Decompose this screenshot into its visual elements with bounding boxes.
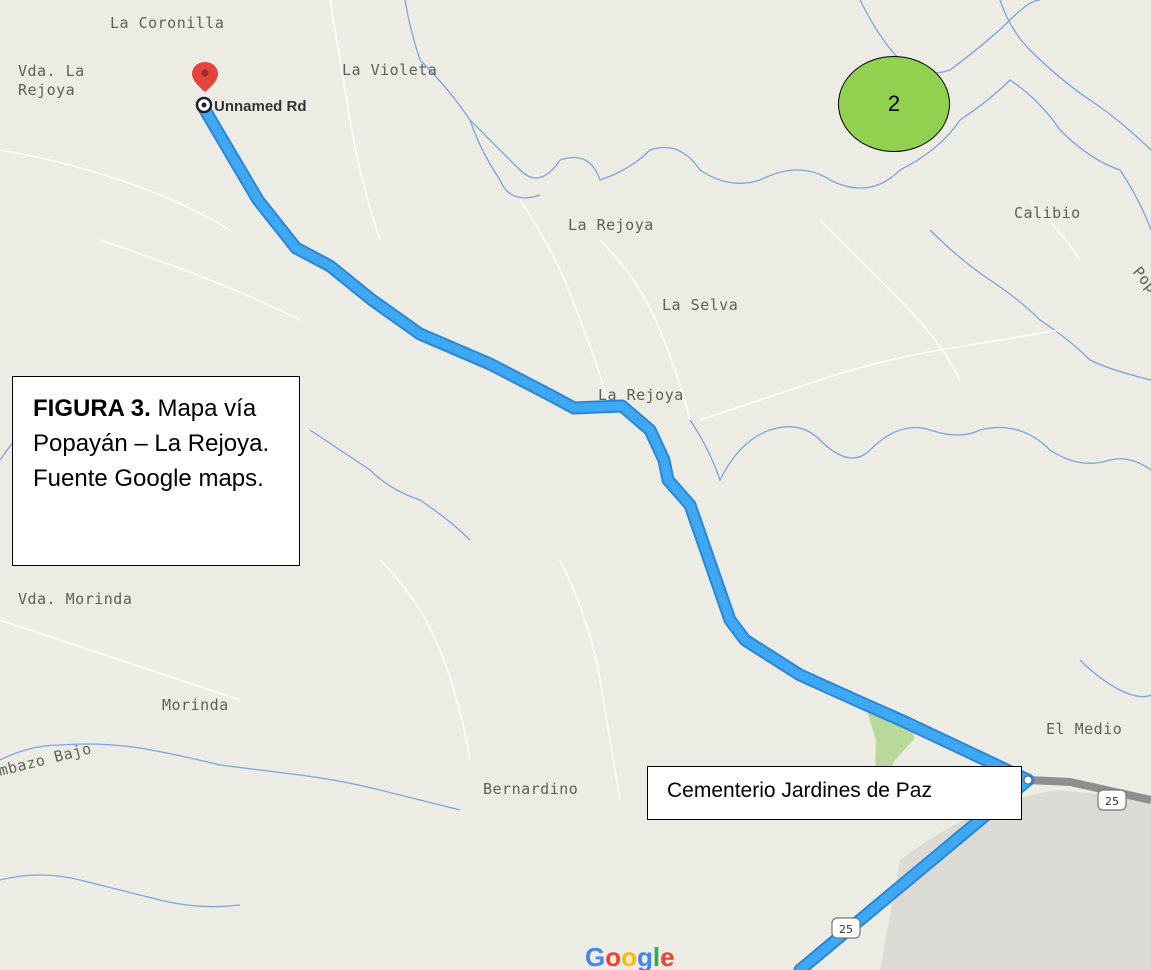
place-vda-la-rejoya-line2: Rejoya: [18, 81, 75, 99]
destination-pin-icon[interactable]: [192, 62, 218, 92]
place-morinda: Morinda: [162, 696, 229, 714]
route-waypoint[interactable]: [1023, 775, 1033, 785]
google-logo: Google: [585, 942, 675, 970]
route-line-inner: [200, 105, 1033, 970]
place-la-violeta: La Violeta: [342, 61, 437, 79]
figure-caption-text: Mapa vía Popayán – La Rejoya. Fuente Goo…: [33, 395, 270, 492]
place-bernardino: Bernardino: [483, 780, 578, 798]
highway-shield-south: 25: [831, 917, 861, 939]
cemetery-label-box: Cementerio Jardines de Paz: [647, 766, 1022, 820]
figure-caption: FIGURA 3. Mapa vía Popayán – La Rejoya. …: [12, 376, 300, 566]
figure-caption-bold: FIGURA 3.: [33, 395, 151, 422]
place-la-rejoya-center: La Rejoya: [598, 386, 684, 404]
minor-roads: [0, 0, 1081, 801]
place-la-rejoya-north: La Rejoya: [568, 216, 654, 234]
destination-marker-icon[interactable]: [195, 96, 213, 114]
destination-label: Unnamed Rd: [214, 98, 307, 115]
highway-shield-label-2: 25: [839, 923, 853, 936]
urban-area: [880, 790, 1151, 970]
highway-shield-east: 25: [1097, 789, 1127, 811]
place-la-selva: La Selva: [662, 296, 738, 314]
place-vda-morinda: Vda. Morinda: [18, 590, 132, 608]
place-vda-la-rejoya-line1: Vda. La: [18, 62, 85, 80]
place-la-coronilla: La Coronilla: [110, 14, 224, 32]
place-el-medio: El Medio: [1046, 720, 1122, 738]
svg-text:Google: Google: [585, 942, 675, 970]
place-calibio: Calibio: [1014, 204, 1081, 222]
number-bubble: 2: [838, 56, 950, 152]
bubble-number: 2: [887, 91, 901, 116]
highway-shield-label: 25: [1105, 795, 1119, 808]
cemetery-label: Cementerio Jardines de Paz: [667, 779, 932, 802]
